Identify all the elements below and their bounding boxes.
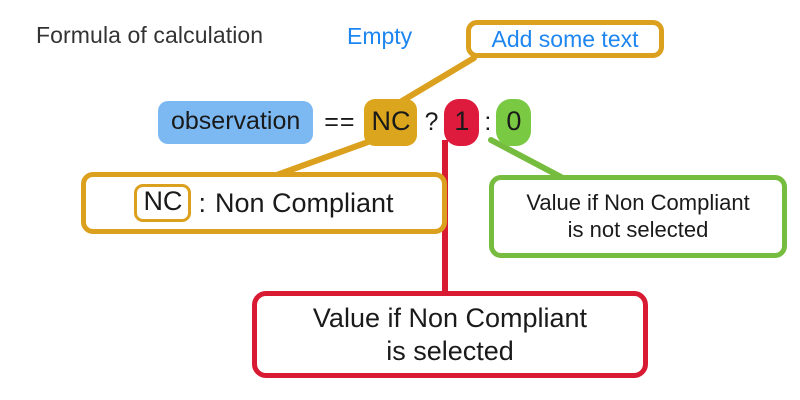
formula-expression[interactable]: observation == NC ? 1 : 0 (158, 97, 532, 147)
formula-false-value-pill[interactable]: 0 (496, 98, 532, 146)
empty-value-label: Empty (347, 23, 413, 49)
formula-variable-pill[interactable]: observation (158, 100, 314, 144)
red-note-text: Value if Non Compliant is selected (313, 302, 587, 367)
add-some-text-callout[interactable]: Add some text (466, 20, 664, 58)
red-note-line-2: is selected (386, 335, 514, 366)
nc-definition-content: NC : Non Compliant (134, 184, 394, 222)
nc-definition-callout: NC : Non Compliant (81, 172, 447, 234)
add-some-text-label: Add some text (491, 25, 639, 52)
red-note-line-1: Value if Non Compliant (312, 303, 588, 334)
nc-definition-meaning: Non Compliant (214, 187, 394, 218)
green-note-callout: Value if Non Compliant is not selected (489, 175, 787, 258)
nc-abbreviation-chip: NC (134, 184, 192, 222)
green-note-line-1: Value if Non Compliant (526, 189, 750, 215)
red-note-callout: Value if Non Compliant is selected (252, 291, 648, 378)
green-note-text: Value if Non Compliant is not selected (494, 190, 782, 244)
formula-equals-operator: == (324, 107, 356, 136)
green-note-line-2: is not selected (567, 216, 709, 242)
nc-definition-separator: : (198, 187, 206, 218)
formula-question-operator: ? (424, 107, 439, 136)
page-title: Formula of calculation (36, 22, 264, 48)
formula-colon-operator: : (484, 107, 492, 136)
formula-nc-pill[interactable]: NC (364, 98, 418, 146)
formula-true-value-pill[interactable]: 1 (444, 98, 480, 146)
